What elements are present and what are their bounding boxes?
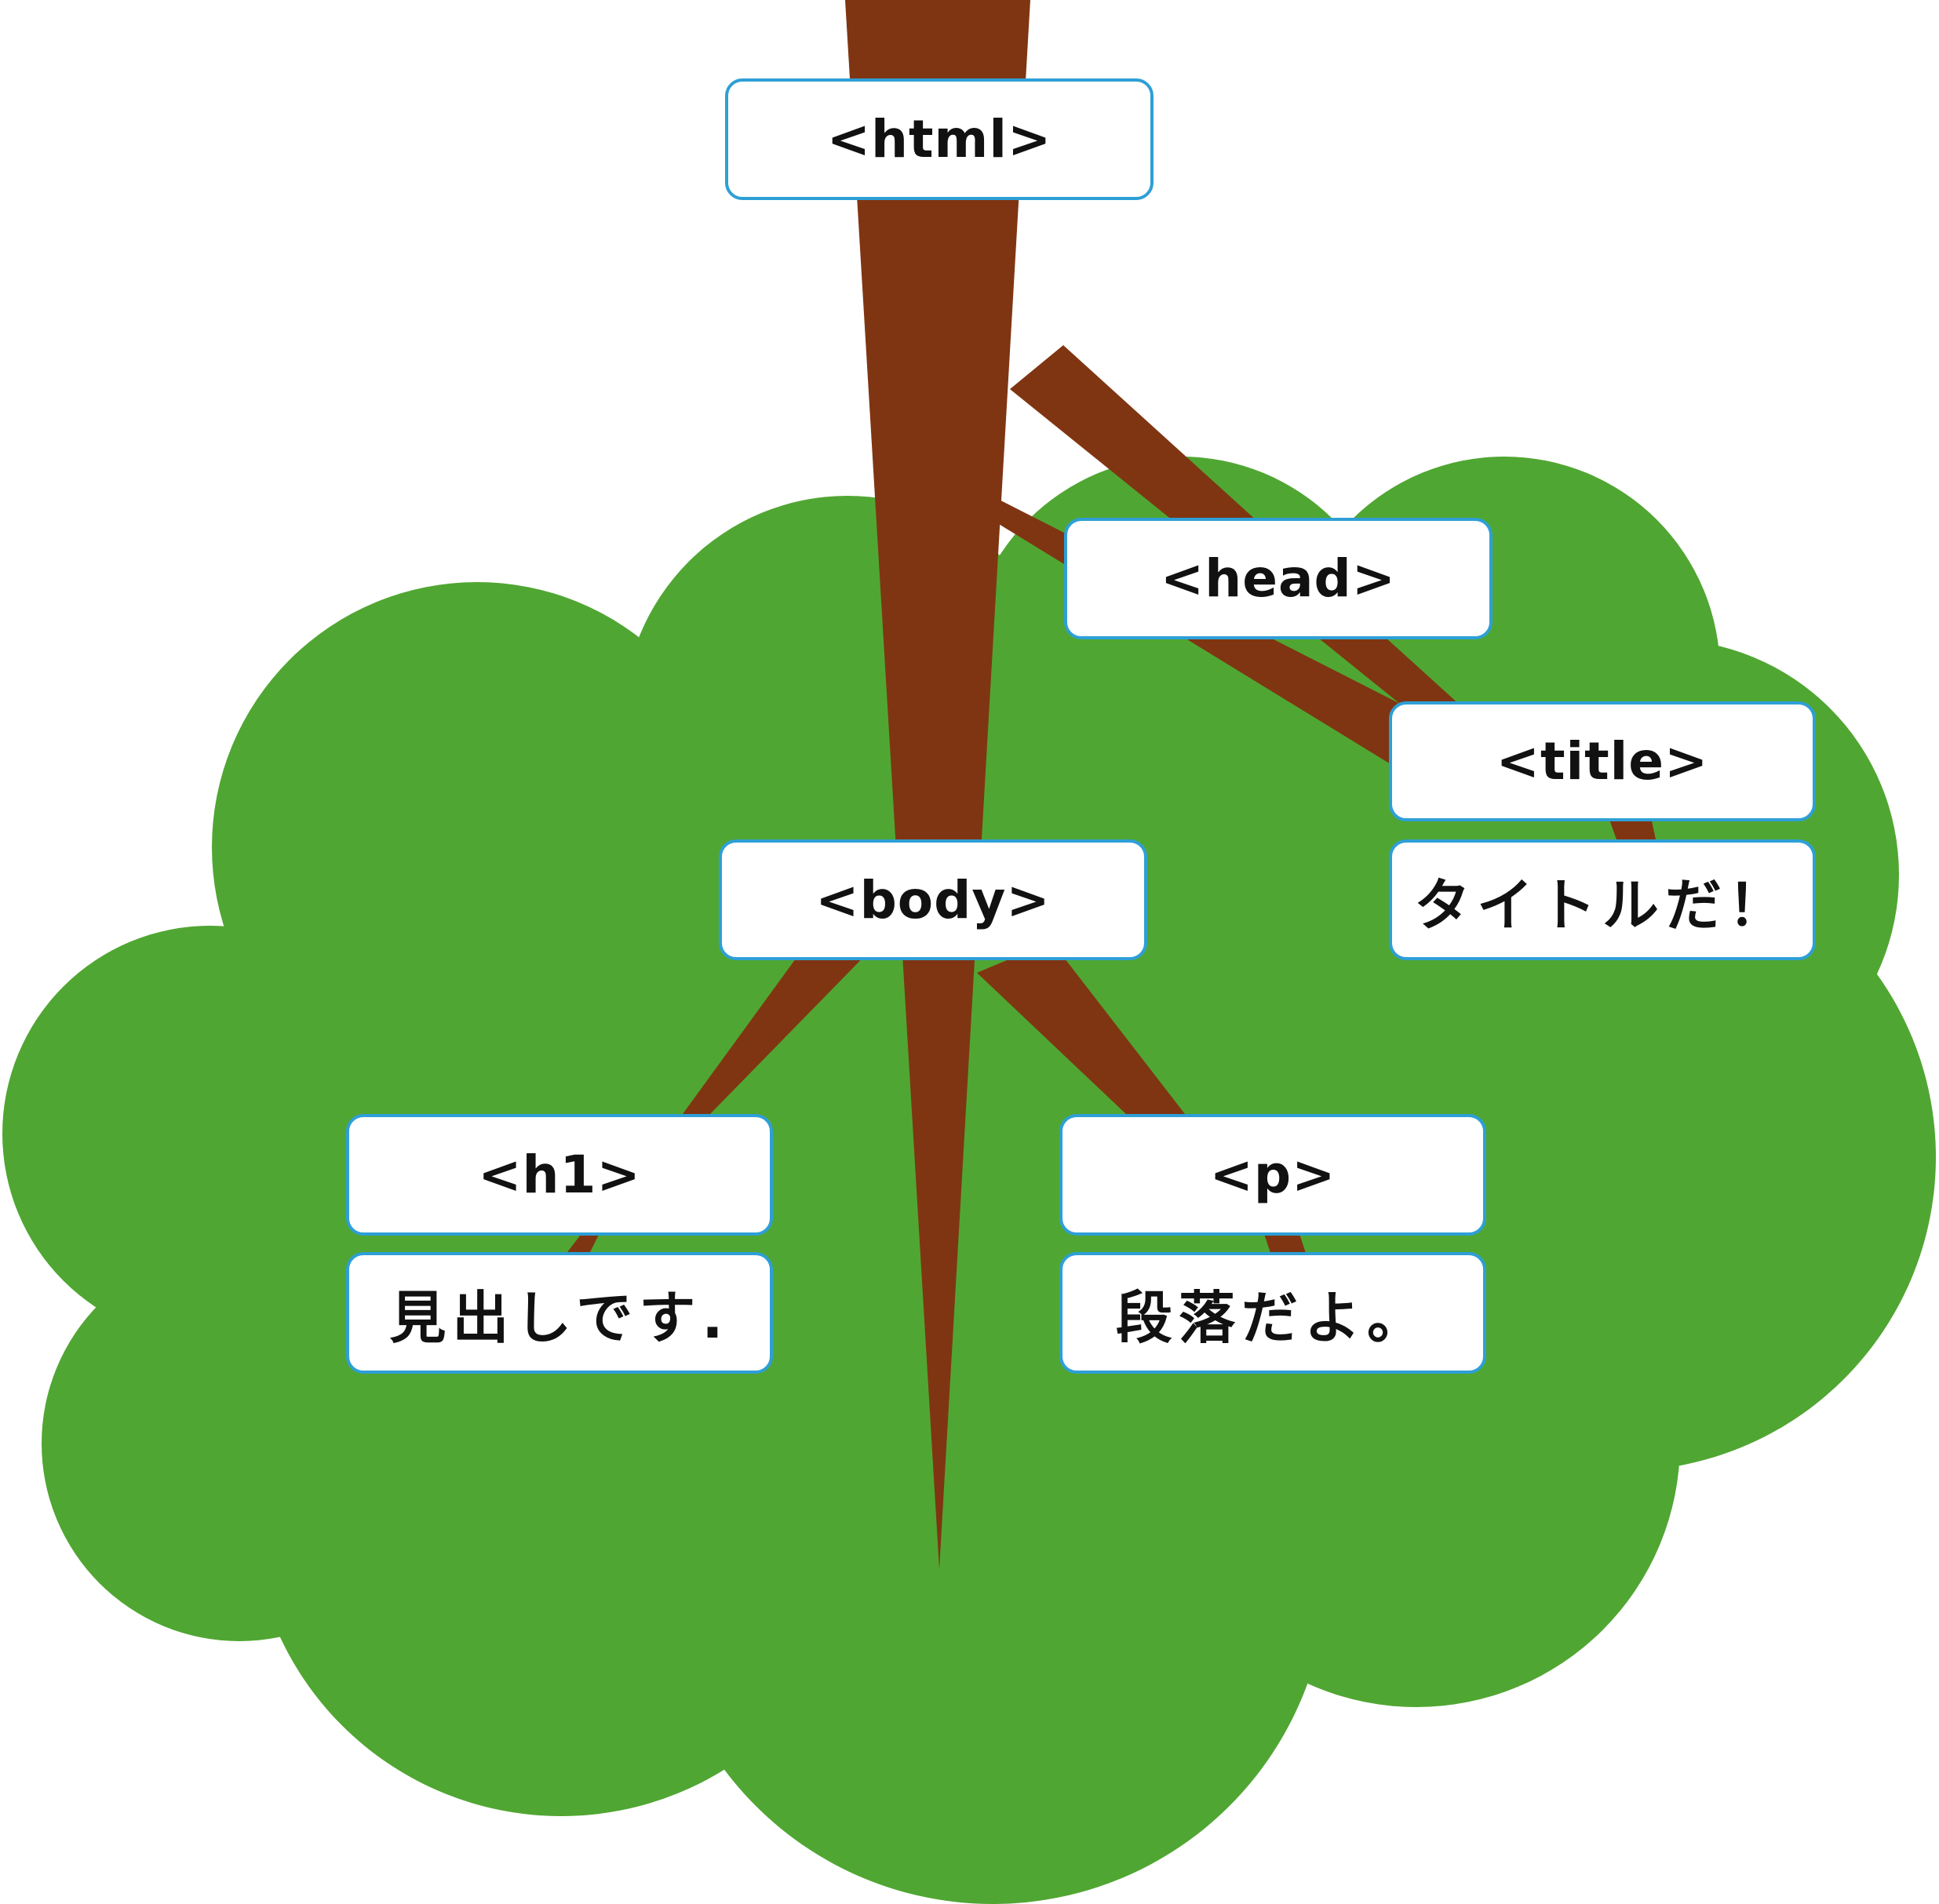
- html-node: <html>: [725, 78, 1154, 200]
- p-node: <p>: [1059, 1114, 1486, 1236]
- title-node: <title>: [1389, 701, 1816, 821]
- branch-p: [977, 941, 1185, 1114]
- title-text-node: タイトルだ！: [1389, 839, 1816, 960]
- h1-node: <h1>: [346, 1114, 773, 1236]
- branch-h1: [683, 941, 879, 1114]
- branch-h1-lower: [565, 1232, 600, 1255]
- h1-text-node: 見出しです.: [346, 1252, 773, 1374]
- body-node: <body>: [719, 839, 1147, 960]
- head-node: <head>: [1064, 518, 1493, 639]
- trunk-main: [845, 0, 1030, 1569]
- p-text-node: 段落だよ。: [1059, 1252, 1486, 1374]
- branch-p-lower: [1263, 1232, 1307, 1255]
